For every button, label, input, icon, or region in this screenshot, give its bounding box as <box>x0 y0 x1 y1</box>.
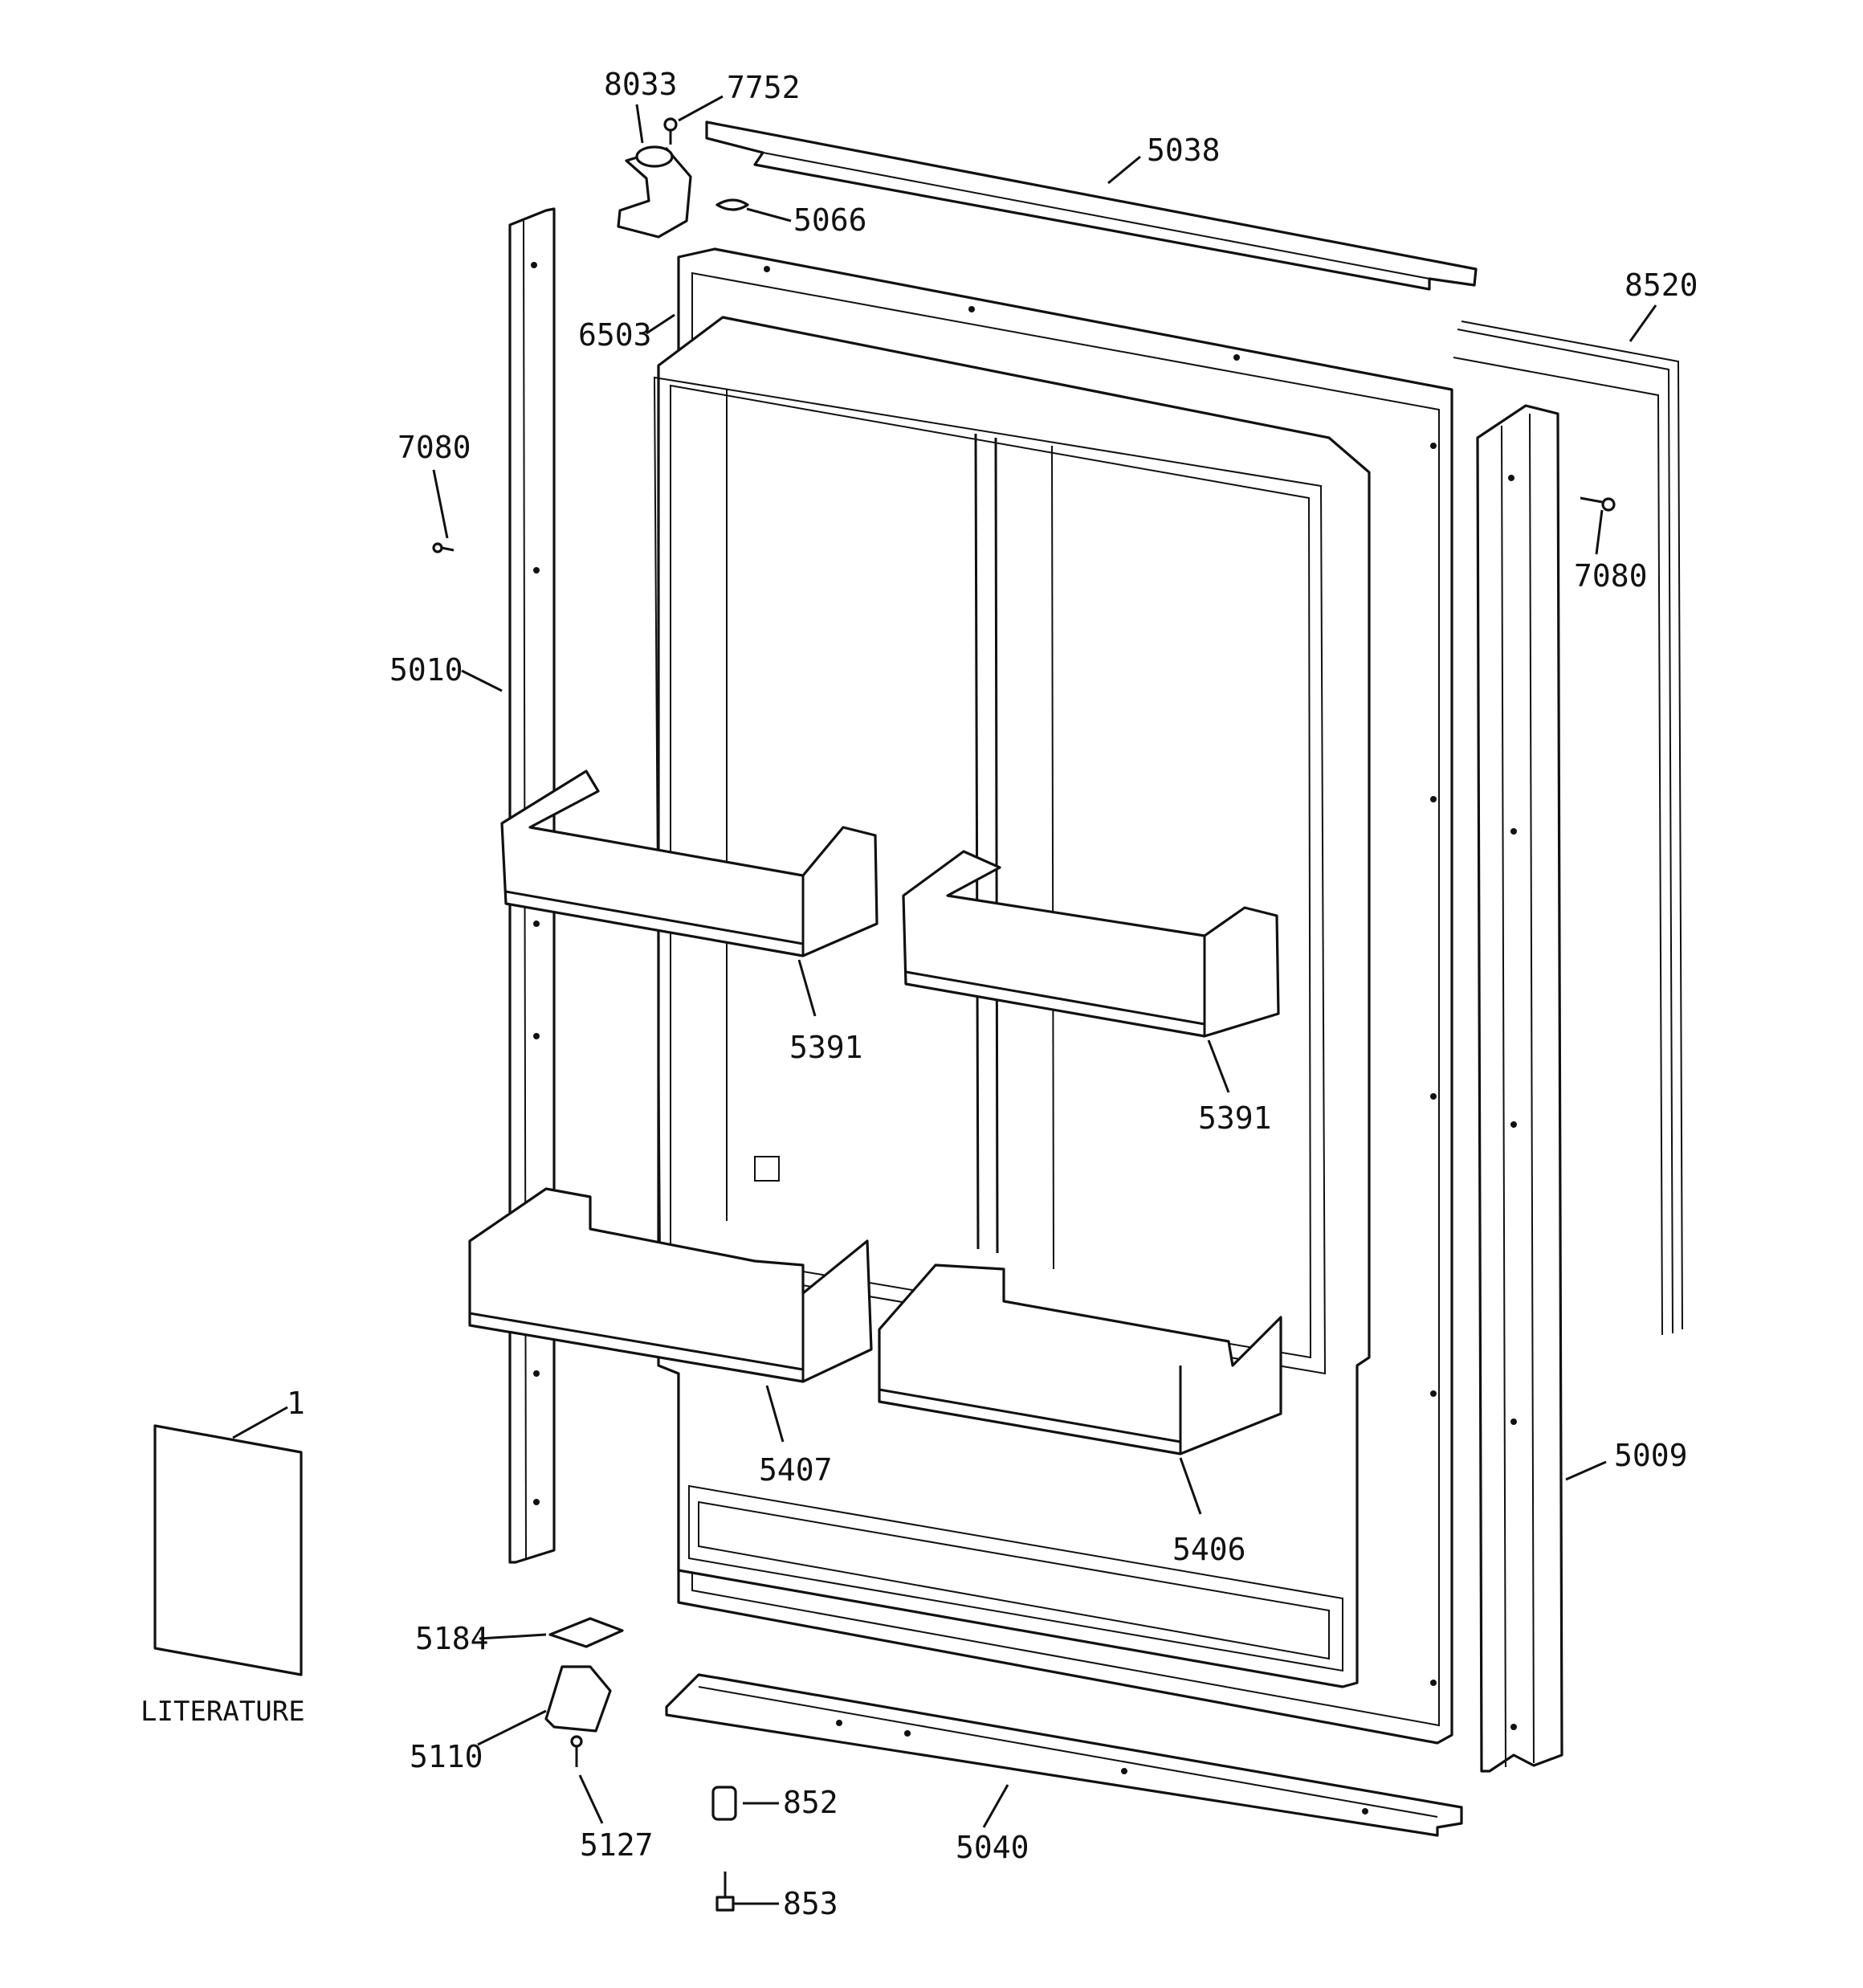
top-hinge-8033 <box>617 145 692 239</box>
door-bin-5406 <box>878 1263 1282 1455</box>
literature-label: LITERATURE <box>141 1696 305 1728</box>
cap-852 <box>711 1786 737 1821</box>
label-5038: 5038 <box>1147 133 1221 168</box>
label-5391-right: 5391 <box>1198 1100 1272 1136</box>
label-5406: 5406 <box>1172 1532 1246 1567</box>
clip-5066 <box>715 198 749 211</box>
label-5407: 5407 <box>759 1452 833 1488</box>
gasket-8520 <box>1453 320 1683 1336</box>
plate-5184 <box>548 1617 624 1648</box>
right-trim-5009 <box>1476 404 1563 1773</box>
label-6503: 6503 <box>578 317 652 353</box>
bottom-trim-5040 <box>665 1673 1463 1837</box>
label-5110: 5110 <box>410 1739 483 1774</box>
label-1: 1 <box>287 1386 305 1421</box>
label-5010: 5010 <box>389 652 463 688</box>
hinge-5110 <box>544 1665 612 1733</box>
label-7752: 7752 <box>727 70 801 105</box>
screw-7080-right <box>1580 496 1616 512</box>
leader-lines <box>232 95 1657 1905</box>
door-bin-5391-right <box>902 850 1280 1038</box>
label-5040: 5040 <box>956 1830 1029 1865</box>
screw-5127 <box>570 1735 583 1767</box>
label-5391-left: 5391 <box>789 1030 863 1065</box>
label-8520: 8520 <box>1625 267 1698 303</box>
label-8033: 8033 <box>604 67 678 102</box>
top-trim-5038 <box>705 120 1478 291</box>
door-bin-5391-left <box>500 769 879 957</box>
screw-7752 <box>663 117 678 145</box>
literature-booklet <box>153 1424 303 1676</box>
label-7080-left: 7080 <box>397 430 471 465</box>
label-5009: 5009 <box>1614 1438 1688 1473</box>
part-labels: 8033 7752 5038 5066 6503 8520 7080 7080 … <box>141 67 1698 1921</box>
label-852: 852 <box>783 1785 838 1820</box>
label-5127: 5127 <box>580 1827 654 1863</box>
label-5184: 5184 <box>415 1621 489 1656</box>
label-853: 853 <box>783 1886 838 1921</box>
label-5066: 5066 <box>793 202 867 238</box>
screw-7080-left <box>432 542 455 553</box>
bolt-853 <box>715 1872 735 1912</box>
label-7080-right: 7080 <box>1574 558 1648 594</box>
door-bin-5407 <box>468 1187 873 1383</box>
